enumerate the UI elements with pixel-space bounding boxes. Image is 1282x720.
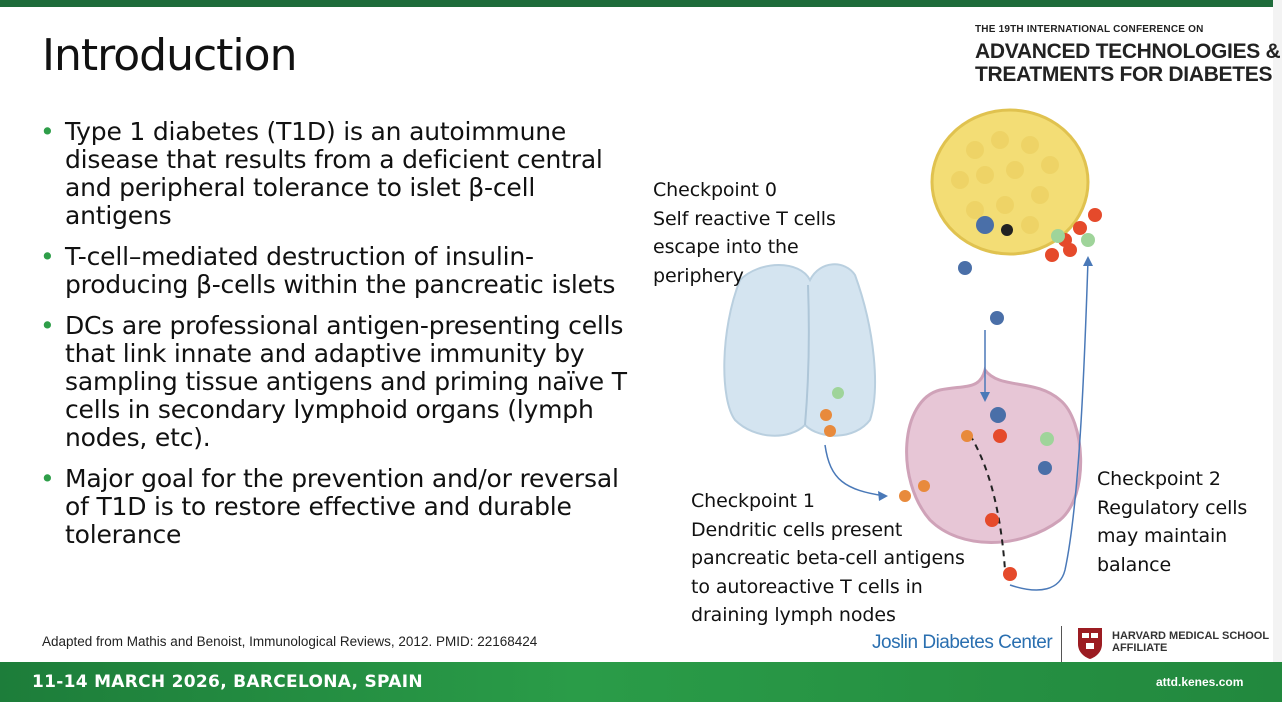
bullet-item: •T-cell–mediated destruction of insulin-… [40, 242, 616, 299]
joslin-logo-text: Joslin Diabetes Center [872, 632, 1053, 653]
footer-bar [0, 662, 1282, 702]
footer-dates: 11-14 MARCH 2026, BARCELONA, SPAIN [32, 672, 423, 692]
right-edge-strip [1273, 0, 1282, 720]
bullet-item: • Major goal for the prevention and/or r… [40, 464, 619, 549]
checkpoint0-caption: Checkpoint 0 Self reactive T cells escap… [653, 179, 836, 287]
conference-logo: THE 19TH INTERNATIONAL CONFERENCE ON ADV… [975, 24, 1281, 86]
hms-affiliate-text: HARVARD MEDICAL SCHOOL AFFILIATE [1112, 630, 1270, 654]
flow-arrows [824, 259, 1089, 591]
bottom-band [0, 702, 1282, 720]
bullet-dot-icon: • [40, 242, 55, 271]
citation: Adapted from Mathis and Benoist, Immunol… [42, 634, 538, 649]
bullet-dot-icon: • [40, 311, 55, 340]
lymph-node-illustration [899, 366, 1083, 581]
slide-title: Introduction [42, 30, 297, 81]
conference-line1: THE 19TH INTERNATIONAL CONFERENCE ON [975, 24, 1204, 35]
thymus-illustration [723, 263, 876, 437]
bullet-item: •Type 1 diabetes (T1D) is an autoimmune … [40, 117, 603, 230]
logo-divider [1061, 626, 1062, 662]
pancreatic-islet-illustration [930, 108, 1102, 325]
checkpoint2-caption: Checkpoint 2 Regulatory cells may mainta… [1097, 468, 1248, 576]
harvard-shield-icon [1078, 628, 1102, 659]
tolerance-checkpoints-diagram [723, 108, 1102, 591]
bullet-dot-icon: • [40, 117, 55, 146]
bullet-list: •Type 1 diabetes (T1D) is an autoimmune … [40, 118, 640, 562]
conference-line2: ADVANCED TECHNOLOGIES & [975, 40, 1281, 63]
footer-url[interactable]: attd.kenes.com [1156, 675, 1244, 689]
top-accent-bar [0, 0, 1282, 7]
conference-line3: TREATMENTS FOR DIABETES [975, 63, 1273, 86]
bullet-item: •DCs are professional antigen-presenting… [40, 311, 627, 452]
checkpoint1-caption: Checkpoint 1 Dendritic cells present pan… [691, 490, 965, 626]
bullet-dot-icon: • [40, 464, 55, 493]
